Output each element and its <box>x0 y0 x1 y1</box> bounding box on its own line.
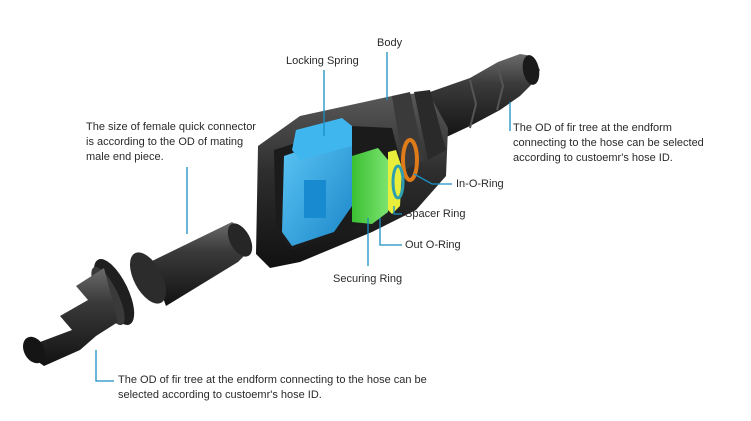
o-rings-part <box>391 138 419 200</box>
label-in-o-ring: In-O-Ring <box>456 178 504 190</box>
label-out-o-ring: Out O-Ring <box>405 239 461 251</box>
label-fir-tree-bottom: The OD of fir tree at the endform connec… <box>118 374 427 401</box>
leader-in-o-ring <box>413 173 452 185</box>
male-end-piece <box>22 222 253 366</box>
leader-spacer-ring <box>393 206 402 215</box>
label-body: Body <box>377 37 403 49</box>
label-securing-ring: Securing Ring <box>333 273 403 285</box>
label-spacer-ring: Spacer Ring <box>405 208 466 220</box>
locking-spring-part <box>282 118 352 246</box>
label-female-size-note: The size of female quick connector is ac… <box>86 121 256 163</box>
leader-fir-tree-bottom <box>95 350 114 382</box>
label-locking-spring: Locking Spring <box>286 55 359 67</box>
label-fir-tree-right: The OD of fir tree at the endform connec… <box>513 122 704 164</box>
right-fir-tree-barb <box>430 54 540 140</box>
leader-out-o-ring <box>379 218 402 246</box>
securing-ring-part <box>352 148 388 224</box>
leader-lines <box>95 52 511 382</box>
